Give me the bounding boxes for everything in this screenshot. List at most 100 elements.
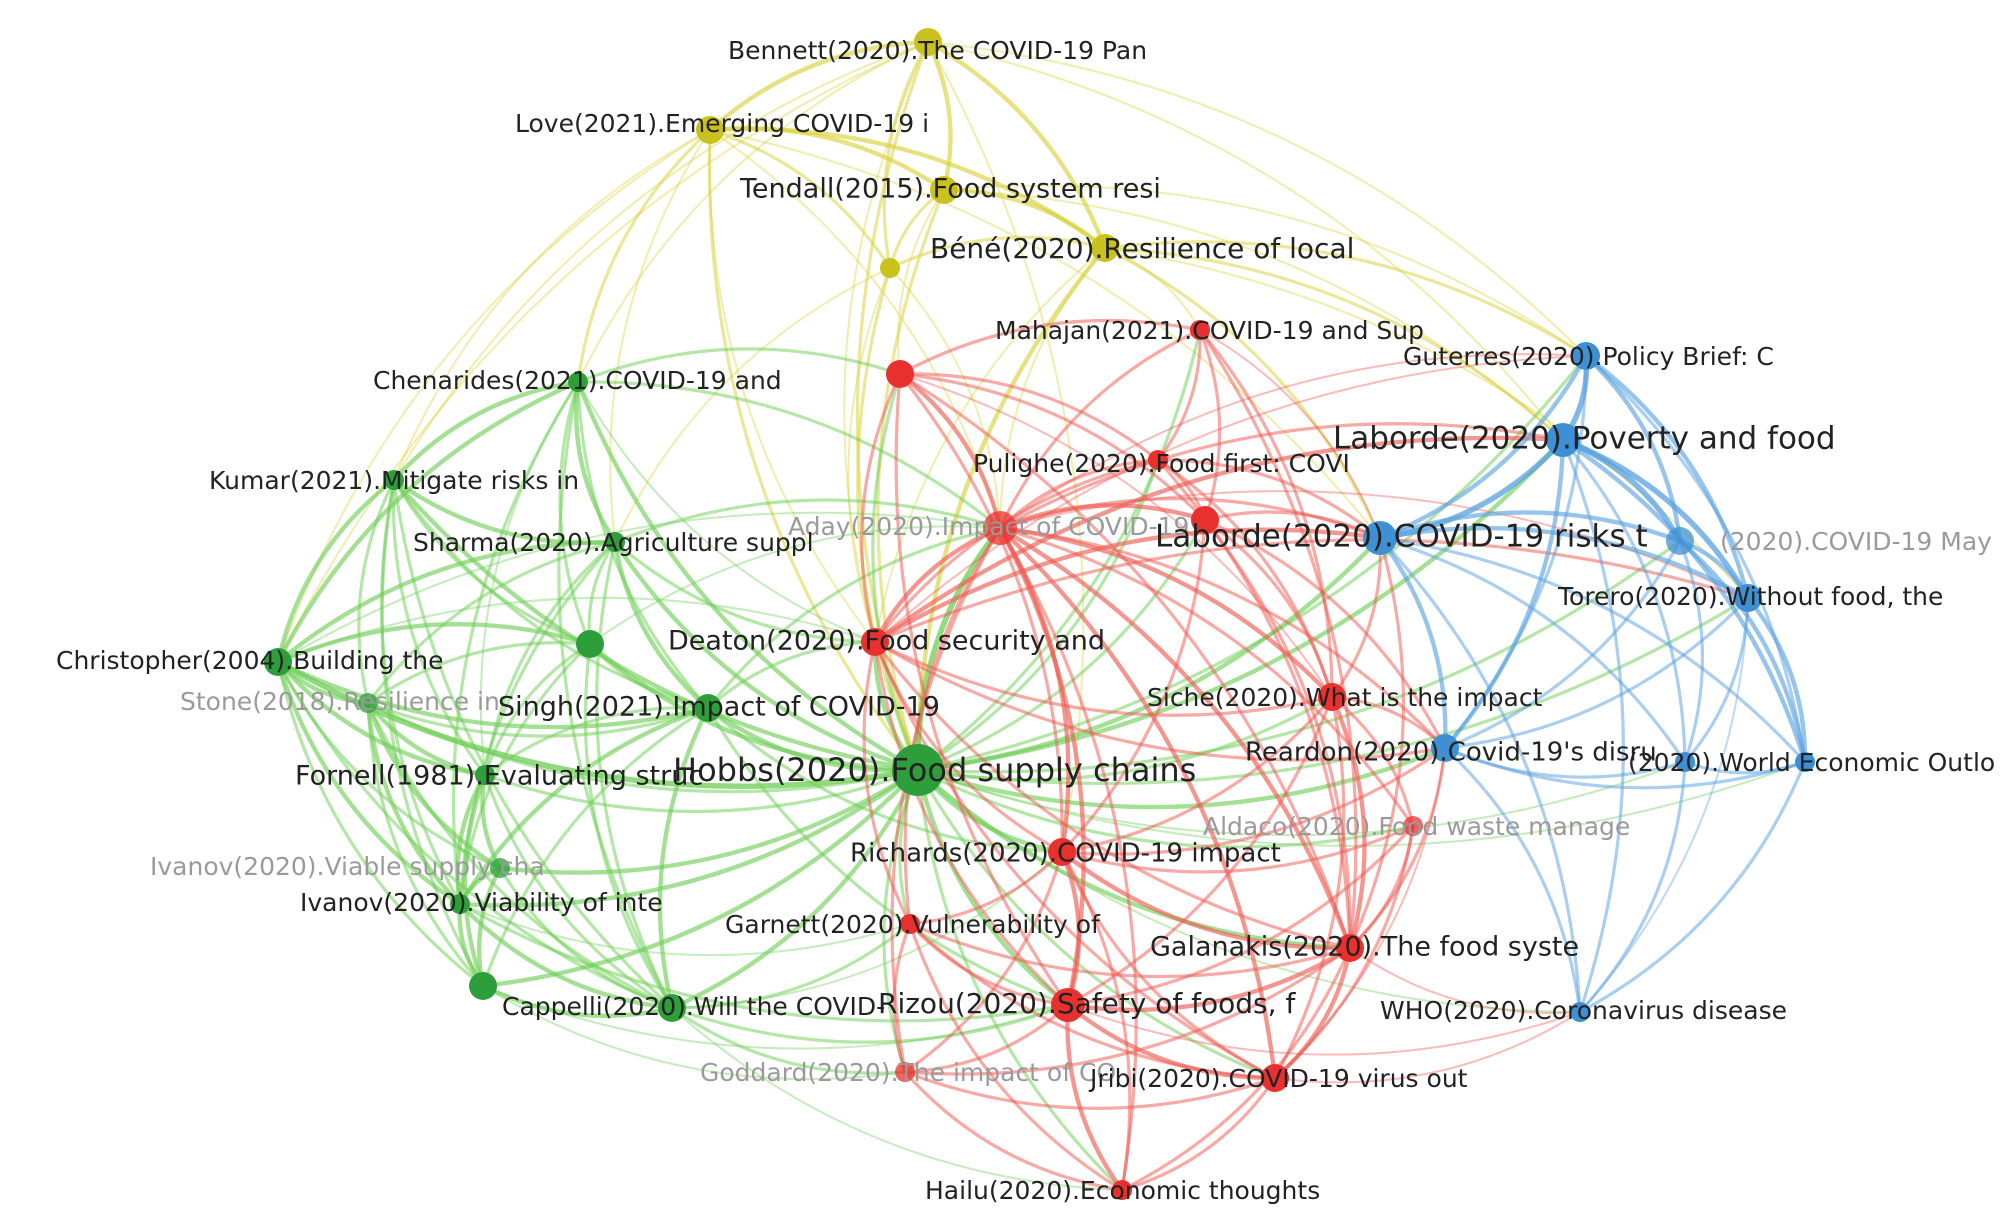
node-ivanov_vi[interactable] — [450, 894, 470, 914]
link-deaton-torero — [873, 538, 1750, 644]
node-aldaco[interactable] — [1403, 816, 1423, 836]
link-chenarides-ivanov_vi — [451, 380, 580, 906]
node-label-hobbs: Hobbs(2020).Food supply chains — [673, 751, 1196, 789]
node-label-ivanov_vs: Ivanov(2020).Viable supply cha — [150, 852, 545, 881]
node-green_low[interactable] — [469, 972, 497, 1000]
node-mahajan[interactable] — [1190, 320, 1210, 340]
link-redtop-pulighe — [898, 372, 1160, 462]
link-torero-reardon — [1443, 596, 1750, 750]
link-redtop-rizou — [894, 372, 1070, 1007]
node-chenarides[interactable] — [568, 372, 588, 392]
link-bene-yellow5 — [888, 235, 1107, 270]
node-jribi[interactable] — [1261, 1064, 1289, 1092]
node-siche[interactable] — [1318, 683, 1346, 711]
node-blue_mid[interactable] — [1675, 752, 1695, 772]
link-hobbs-pulighe — [916, 458, 1160, 772]
node-label-who: WHO(2020).Coronavirus disease — [1380, 996, 1787, 1025]
link-chenarides-aday — [576, 380, 1002, 530]
link-guterres-torero — [1583, 353, 1751, 601]
link-siche-galanakis — [1329, 694, 1367, 951]
node-goddard[interactable] — [895, 1062, 915, 1082]
link-siche-richards — [1060, 695, 1334, 854]
node-imf_may[interactable] — [1666, 527, 1694, 555]
link-mahajan-pulighe — [1156, 328, 1202, 462]
node-label-goddard: Goddard(2020).The impact of CO — [700, 1058, 1116, 1087]
node-bennett[interactable] — [914, 28, 942, 56]
link-green_mid-singh — [588, 642, 710, 710]
node-green_mid[interactable] — [576, 630, 604, 658]
link-tendall-bene — [941, 187, 1108, 251]
link-christopher-ivanov_vi — [275, 659, 463, 907]
node-christopher[interactable] — [264, 648, 292, 676]
node-pulighe[interactable] — [1148, 450, 1168, 470]
link-richards-galanakis — [1059, 849, 1353, 951]
link-bennett-kumar — [392, 40, 930, 482]
link-bennett-chenarides — [576, 40, 930, 384]
link-fornell-cappelli — [483, 773, 674, 1010]
node-label-imf_may: (2020).COVID-19 May — [1720, 527, 1992, 556]
link-galanakis-laborde_c — [1348, 536, 1405, 950]
link-cappelli-hailu — [670, 1006, 1124, 1192]
link-bennett-laborde_p — [926, 40, 1565, 442]
node-cappelli[interactable] — [658, 994, 686, 1022]
node-love[interactable] — [696, 116, 724, 144]
node-kumar[interactable] — [384, 470, 404, 490]
link-laborde_c-reardon — [1377, 535, 1448, 751]
link-garnett-jribi — [908, 922, 1277, 1080]
node-red9[interactable] — [1191, 506, 1219, 534]
link-hobbs-redtop — [871, 372, 920, 772]
link-hobbs-stone — [366, 701, 920, 794]
node-laborde_p[interactable] — [1546, 423, 1580, 457]
node-tendall[interactable] — [930, 176, 958, 204]
node-fornell[interactable] — [475, 765, 495, 785]
node-galanakis[interactable] — [1336, 934, 1364, 962]
link-hobbs-fornell — [483, 768, 920, 814]
link-bennett-christopher — [276, 40, 930, 664]
link-reardon-who — [1443, 746, 1582, 1014]
link-garnett-galanakis — [908, 922, 1352, 979]
node-deaton[interactable] — [861, 628, 889, 656]
node-guterres[interactable] — [1572, 342, 1600, 370]
link-yellow5-deaton — [847, 266, 892, 644]
node-bene[interactable] — [1091, 234, 1119, 262]
link-imf_may-weo — [1677, 538, 1808, 765]
node-label-jribi: Jribi(2020).COVID-19 virus out — [1088, 1064, 1468, 1093]
node-label-laborde_c: Laborde(2020).COVID-19 risks t — [1155, 519, 1648, 555]
link-hobbs-mahajan — [916, 328, 1202, 772]
link-jribi-goddard — [903, 1070, 1277, 1110]
link-stone-singh — [366, 701, 710, 738]
node-torero[interactable] — [1734, 584, 1762, 612]
link-aldaco-richards — [1060, 824, 1415, 874]
node-hobbs[interactable] — [892, 744, 944, 796]
node-stone[interactable] — [358, 693, 378, 713]
link-laborde_c-weo — [1378, 536, 1807, 764]
node-redtop[interactable] — [886, 360, 914, 388]
node-label-garnett: Garnett(2020).Vulnerability of — [725, 910, 1101, 939]
link-yellow5-aday — [888, 266, 1002, 530]
node-who[interactable] — [1570, 1002, 1590, 1022]
link-bennett-tendall — [925, 39, 953, 193]
link-redtop-mahajan — [898, 318, 1202, 376]
node-hailu[interactable] — [1112, 1180, 1132, 1200]
node-sharma[interactable] — [605, 532, 625, 552]
link-love-yellow5 — [708, 128, 892, 270]
node-aday[interactable] — [983, 511, 1017, 545]
node-laborde_c[interactable] — [1363, 521, 1397, 555]
link-laborde_c-torero — [1377, 525, 1751, 601]
link-mahajan-laborde_c — [1198, 328, 1382, 540]
node-yellow5[interactable] — [880, 258, 900, 278]
link-siche-reardon — [1330, 695, 1447, 750]
link-stone-green_low — [366, 701, 485, 988]
node-garnett[interactable] — [900, 914, 920, 934]
link-mahajan-siche — [1198, 328, 1334, 699]
node-reardon[interactable] — [1431, 734, 1459, 762]
node-richards[interactable] — [1048, 838, 1076, 866]
node-ivanov_vs[interactable] — [490, 858, 510, 878]
link-bennett-yellow5 — [882, 40, 930, 270]
node-weo[interactable] — [1795, 752, 1815, 772]
node-singh[interactable] — [694, 694, 722, 722]
node-label-singh: Singh(2021).Impact of COVID-19 — [498, 692, 940, 723]
node-rizou[interactable] — [1051, 988, 1085, 1022]
link-singh-deaton — [706, 640, 877, 710]
link-deaton-garnett — [862, 640, 912, 926]
